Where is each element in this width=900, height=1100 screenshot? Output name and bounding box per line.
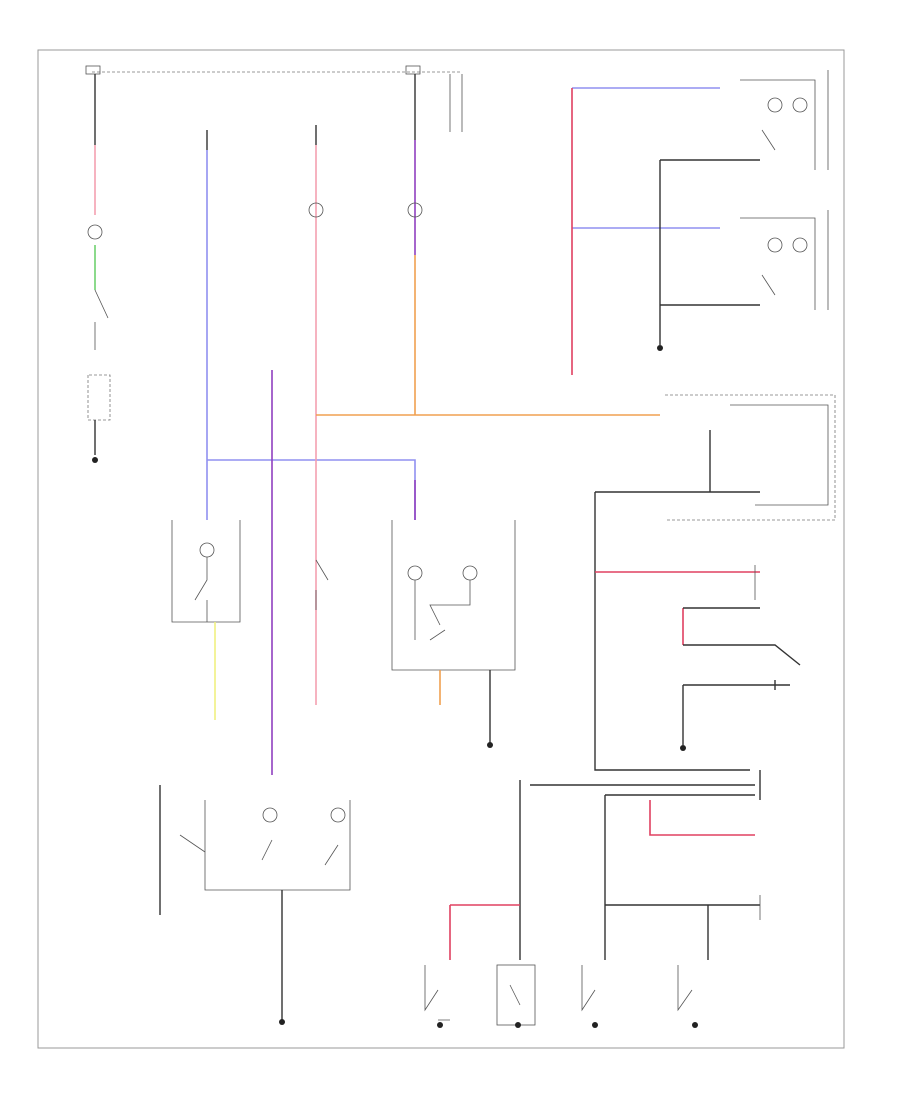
vanity-mirror-lights — [571, 70, 829, 375]
relay-bracket — [449, 74, 463, 132]
courtesy-lights-box — [391, 520, 516, 748]
instrument-cluster — [594, 394, 836, 771]
fuse-left — [85, 65, 101, 75]
blue-wire-column — [206, 87, 720, 520]
pink-wire-middle — [308, 125, 329, 705]
trunk-light-box — [171, 520, 241, 720]
door-switch-box — [159, 785, 351, 1025]
diagram-frame — [37, 49, 845, 1049]
fuse-center — [405, 65, 421, 75]
right-door-circuits — [595, 565, 801, 751]
door-jamb-switches — [424, 964, 698, 1028]
center-column — [316, 74, 660, 520]
glove-box-light-circuit — [87, 74, 111, 463]
bottom-right-harness — [449, 770, 761, 960]
